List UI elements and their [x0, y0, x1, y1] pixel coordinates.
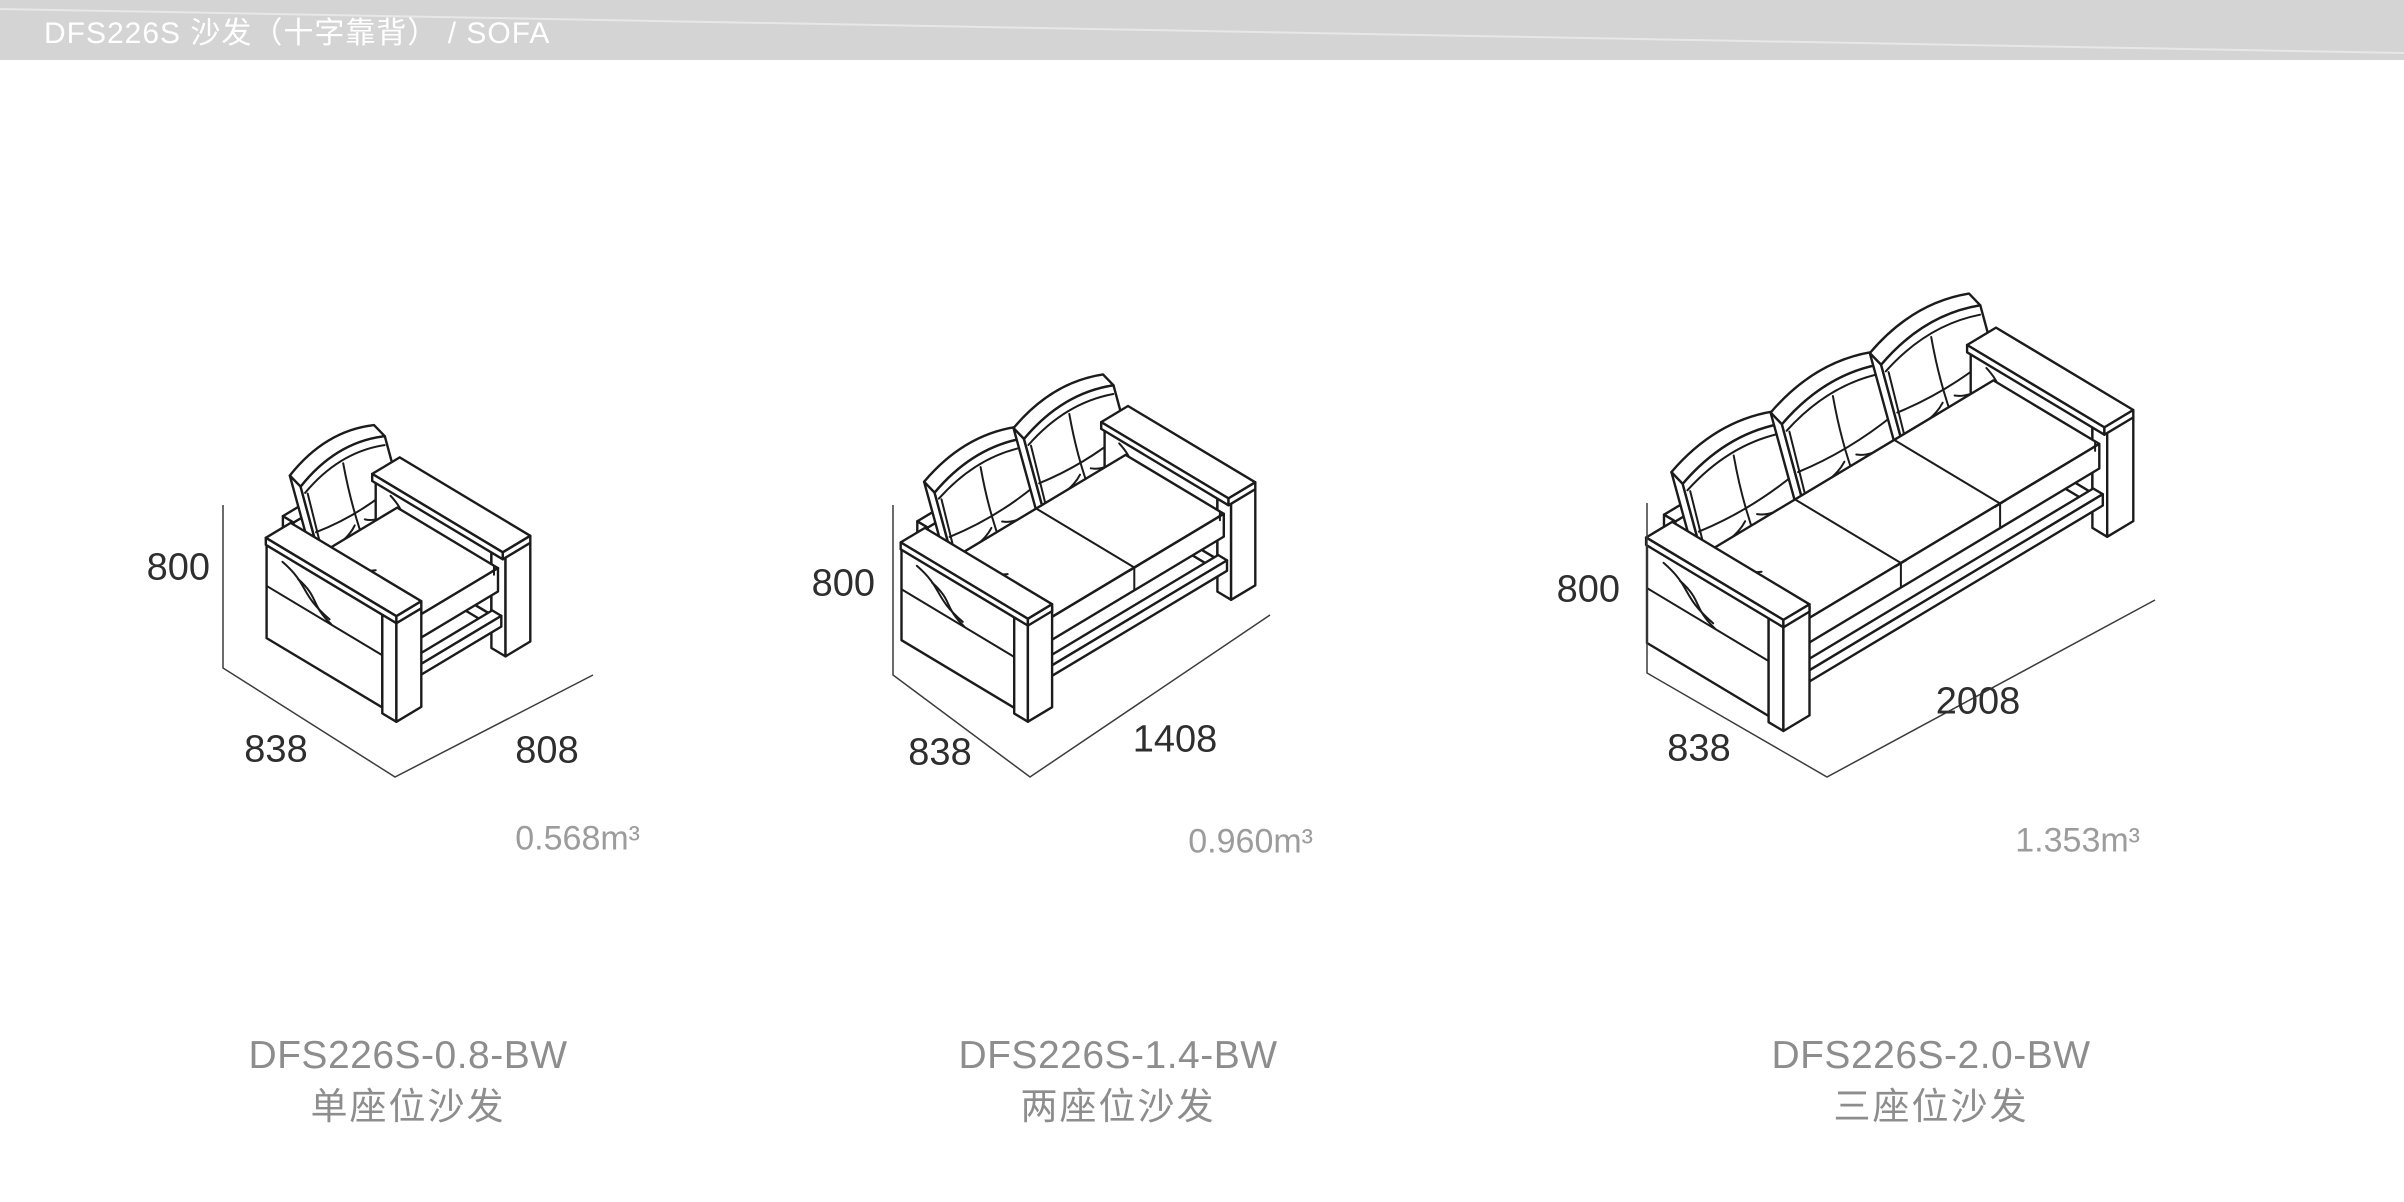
sofa-drawing-3-seat	[1644, 292, 2156, 778]
page-title: DFS226S 沙发（十字靠背） / SOFA	[44, 17, 551, 50]
title-bar: DFS226S 沙发（十字靠背） / SOFA	[0, 0, 2404, 60]
depth-dim-label: 838	[244, 728, 308, 771]
dimension-lines	[892, 505, 1271, 778]
sofa-drawing-1-seat	[222, 423, 594, 778]
width-dim-label: 2008	[1935, 680, 2021, 723]
volume-label: 0.960m³	[1188, 822, 1313, 861]
height-dim-label: 800	[1556, 568, 1620, 611]
depth-dim-label: 838	[908, 731, 972, 774]
depth-dim-label: 838	[1667, 727, 1731, 770]
dimension-lines	[1646, 503, 2156, 778]
product-name-cn-label: 两座位沙发	[1020, 1086, 1216, 1127]
model-label: DFS226S-2.0-BW	[1771, 1034, 2091, 1077]
height-dim-label: 800	[146, 546, 210, 589]
volume-label: 0.568m³	[515, 819, 640, 858]
volume-label: 1.353m³	[2015, 821, 2140, 860]
product-name-cn-label: 单座位沙发	[310, 1086, 506, 1127]
product-name-cn-label: 三座位沙发	[1833, 1086, 2029, 1127]
height-dim-label: 800	[811, 562, 875, 605]
model-label: DFS226S-0.8-BW	[248, 1034, 568, 1077]
width-dim-label: 808	[515, 729, 579, 772]
width-dim-label: 1408	[1132, 718, 1218, 761]
dimension-lines	[222, 505, 594, 778]
model-label: DFS226S-1.4-BW	[958, 1034, 1278, 1077]
sofa-drawing-2-seat	[892, 373, 1271, 778]
